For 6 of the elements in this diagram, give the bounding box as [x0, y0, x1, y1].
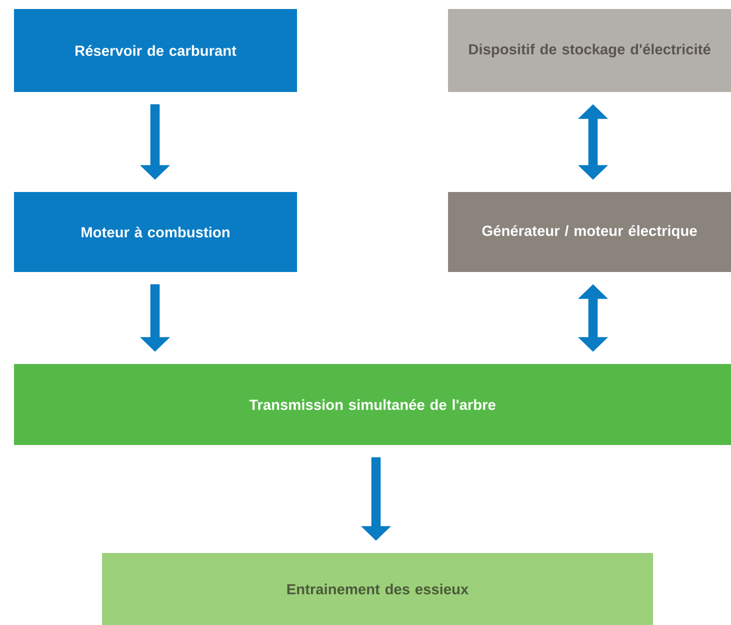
- axle-drive-box: Entrainement des essieux: [102, 553, 654, 625]
- transmission-band: Transmission simultanée de l'arbre: [14, 364, 731, 445]
- generator-box: Générateur / moteur électrique: [448, 192, 731, 272]
- storage-box: Dispositif de stockage d'électricité: [448, 9, 731, 92]
- engine-box: Moteur à combustion: [14, 192, 297, 272]
- fuel-tank-box: Réservoir de carburant: [14, 9, 297, 92]
